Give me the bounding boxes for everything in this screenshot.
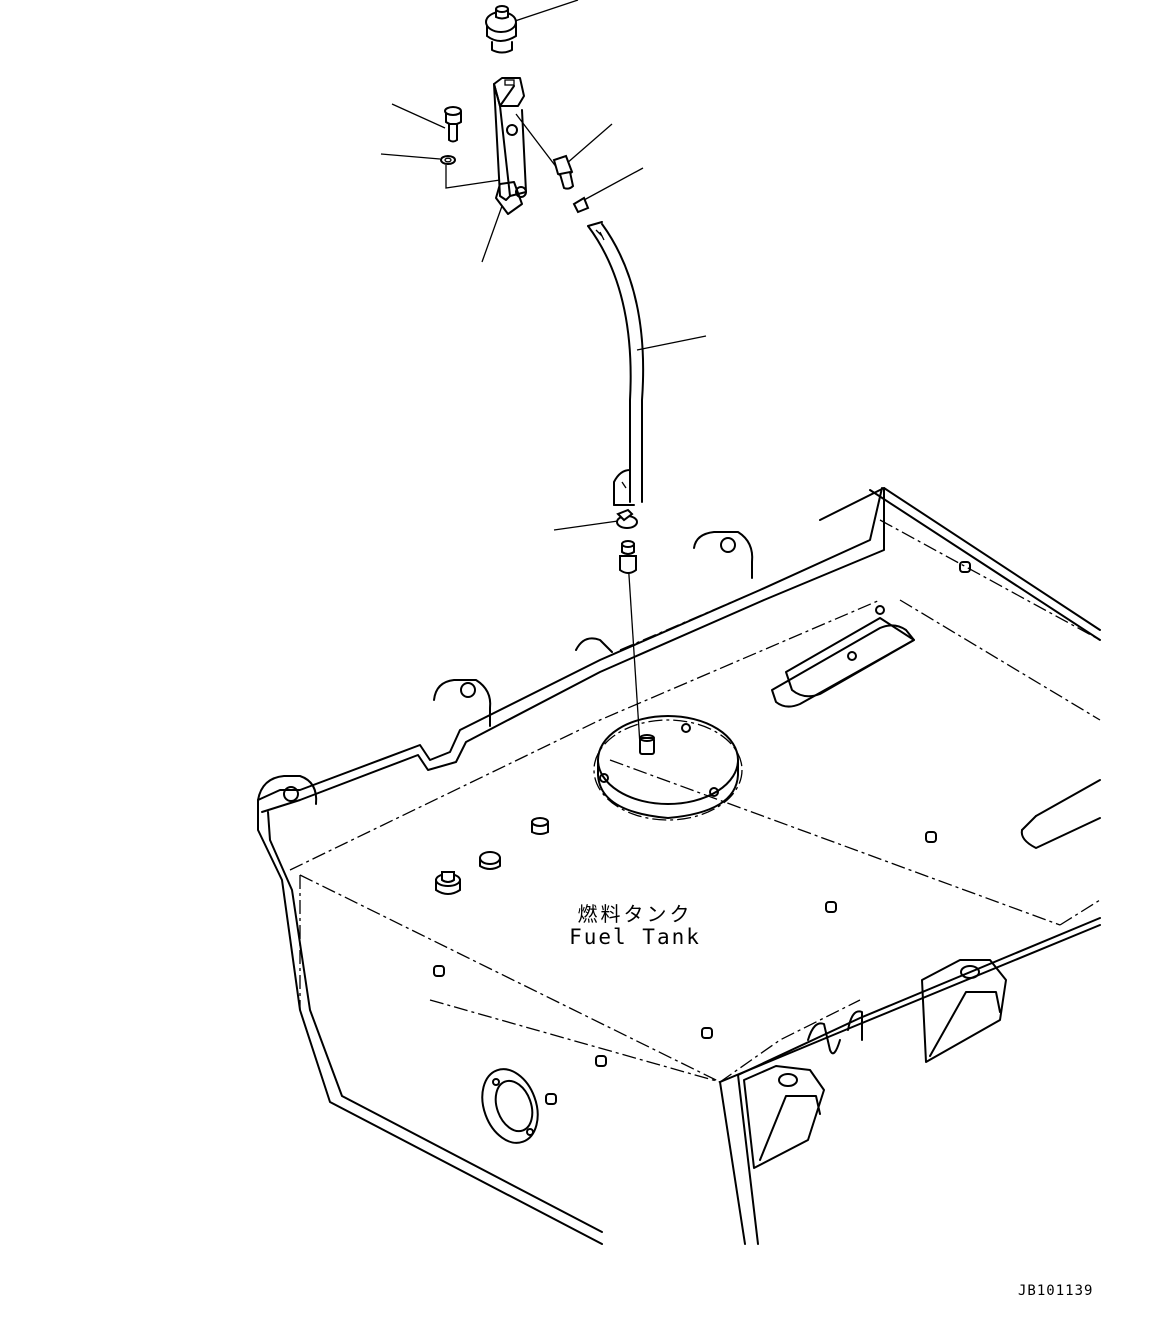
bolt: [444, 106, 462, 143]
fitting: [619, 540, 637, 574]
clip: [572, 196, 590, 214]
hose: [587, 221, 645, 506]
tank-cover: [593, 715, 743, 821]
top-covers: [771, 605, 1101, 849]
bracket: [493, 77, 527, 215]
top-fittings: [433, 561, 971, 1105]
tank-label-japanese: 燃料タンク: [577, 902, 693, 926]
hose-clamp: [616, 508, 638, 529]
leader-lines: [380, 0, 707, 746]
sensor: [485, 5, 517, 54]
drawing-id: JB101139: [1018, 1283, 1094, 1299]
side-port: [481, 1068, 539, 1144]
tank-label-english: Fuel Tank: [569, 925, 701, 949]
fuel-tank: [257, 487, 1101, 1245]
connector: [552, 154, 575, 190]
mount-brackets: [743, 959, 1007, 1169]
washer: [440, 155, 456, 165]
